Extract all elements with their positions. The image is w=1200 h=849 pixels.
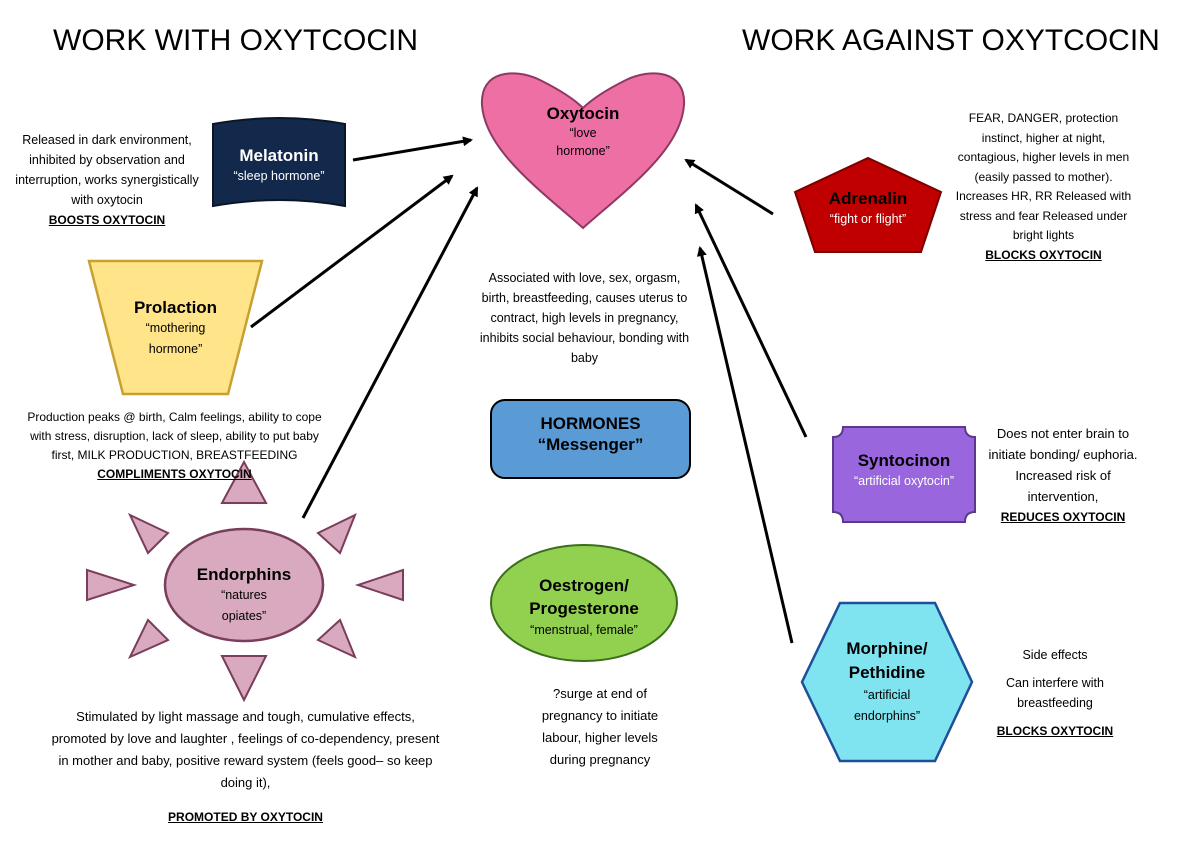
arrow-syntocinon-oxytocin: [694, 203, 808, 438]
melatonin-desc-text: Released in dark environment, inhibited …: [15, 133, 199, 207]
adrenalin-shape: [793, 156, 943, 253]
syntocinon-sub: “artificial oxytocin”: [853, 474, 955, 488]
morphine-label: Morphine/ Pethidine “artificial endorphi…: [822, 637, 952, 727]
adrenalin-name: Adrenalin: [828, 189, 908, 208]
morphine-desc1: Side effects: [1022, 648, 1088, 662]
title-right: WORK AGAINST OXYTCOCIN: [742, 24, 1160, 57]
hormones-label: HORMONES “Messenger”: [491, 413, 690, 455]
melatonin-sub: “sleep hormone”: [233, 169, 325, 183]
morphine-sub: “artificial endorphins”: [853, 688, 920, 723]
morphine-desc2: Can interfere with breastfeeding: [1006, 676, 1104, 710]
arrows: [250, 136, 808, 644]
endorphins-description: Stimulated by light massage and tough, c…: [48, 706, 443, 828]
oestrogen-description: ?surge at end of pregnancy to initiate l…: [541, 686, 659, 767]
oestrogen-label: Oestrogen/ Progesterone “menstrual, fema…: [510, 574, 658, 641]
morphine-shape: [800, 601, 974, 763]
oestrogen-name: Oestrogen/ Progesterone: [529, 576, 639, 618]
syntocinon-name: Syntocinon: [857, 451, 951, 470]
arrow-adrenalin-oxytocin: [684, 158, 774, 216]
prolactin-effect: COMPLIMENTS OXYTOCIN: [97, 467, 252, 481]
melatonin-label: Melatonin “sleep hormone”: [213, 145, 345, 187]
arrow-melatonin-oxytocin: [352, 136, 473, 162]
melatonin-effect: BOOSTS OXYTOCIN: [48, 213, 166, 227]
adrenalin-label: Adrenalin “fight or flight”: [808, 188, 928, 230]
prolactin-desc-text: Production peaks @ birth, Calm feelings,…: [27, 410, 322, 462]
syntocinon-label: Syntocinon “artificial oxytocin”: [833, 450, 975, 492]
title-left: WORK WITH OXYTCOCIN: [53, 24, 418, 57]
endorphins-sub: “natures opiates”: [221, 588, 267, 623]
syntocinon-description: Does not enter brain to initiate bonding…: [988, 423, 1138, 528]
syntocinon-shape: [832, 426, 976, 523]
adrenalin-sub: “fight or flight”: [829, 212, 907, 226]
prolactin-sub: “mothering hormone”: [145, 321, 206, 356]
oestrogen-ellipse: [490, 544, 678, 662]
endorphins-effect: PROMOTED BY OXYTOCIN: [168, 810, 323, 824]
oestrogen-sub: “menstrual, female”: [530, 623, 638, 637]
endorphins-desc-text: Stimulated by light massage and tough, c…: [51, 709, 440, 790]
endorphins-name: Endorphins: [196, 565, 292, 584]
morphine-name: Morphine/ Pethidine: [846, 639, 928, 682]
oxytocin-name: Oxytocin: [546, 104, 620, 123]
prolactin-label: Prolaction “mothering hormone”: [118, 297, 233, 360]
prolactin-name: Prolaction: [133, 298, 218, 317]
melatonin-name: Melatonin: [239, 146, 319, 165]
hormones-line2: “Messenger”: [537, 435, 644, 454]
oxytocin-label: Oxytocin “love hormone”: [523, 103, 643, 160]
oxytocin-sub: “love hormone”: [556, 126, 610, 158]
adrenalin-description: FEAR, DANGER, protection instinct, highe…: [952, 109, 1135, 265]
endorphins-label: Endorphins “natures opiates”: [184, 564, 304, 627]
adrenalin-desc-text: FEAR, DANGER, protection instinct, highe…: [955, 111, 1132, 242]
hormones-box: [490, 399, 691, 479]
endorphins-ellipse: [163, 527, 325, 643]
endorphins-rays: [86, 459, 404, 703]
arrow-morphine-oxytocin: [696, 246, 794, 644]
syntocinon-effect: REDUCES OXYTOCIN: [1000, 510, 1126, 524]
melatonin-description: Released in dark environment, inhibited …: [12, 130, 202, 230]
arrow-prolactin-oxytocin: [250, 174, 454, 329]
oxytocin-heart: [480, 72, 686, 230]
morphine-effect: BLOCKS OXYTOCIN: [996, 724, 1114, 738]
melatonin-shape: [212, 117, 346, 208]
morphine-description: Side effects Can interfere with breastfe…: [990, 645, 1120, 741]
adrenalin-effect: BLOCKS OXYTOCIN: [985, 247, 1102, 262]
prolactin-description: Production peaks @ birth, Calm feelings,…: [22, 408, 327, 484]
hormones-line1: HORMONES: [540, 414, 641, 433]
oxytocin-description: Associated with love, sex, orgasm, birth…: [479, 271, 690, 365]
syntocinon-desc-text: Does not enter brain to initiate bonding…: [988, 426, 1138, 504]
prolactin-shape: [87, 259, 264, 396]
arrow-endorphins-oxytocin: [301, 186, 479, 519]
